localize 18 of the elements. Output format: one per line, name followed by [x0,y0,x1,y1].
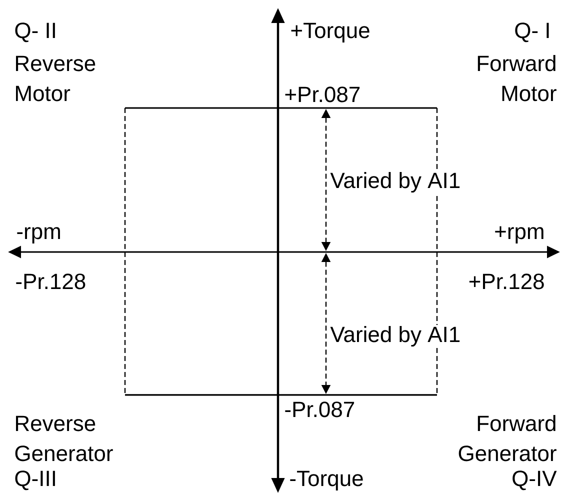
quadrant-label: Forward Motor [478,55,556,102]
axis-label: +rpm [495,226,544,244]
dimension-label: Varied by AI1 [329,171,462,194]
quadrant-label: Reverse Motor [16,56,96,102]
quadrant-label: Q-III [15,470,55,490]
dimension-label: Varied by AI1 [329,325,462,348]
axis-label: -Torque [290,470,363,491]
limit-label: +Pr.087 [285,86,360,102]
quadrant-label: Q- I [515,22,549,42]
quadrant-label: Forward Generator [458,415,556,462]
axis-label: +Torque [291,22,370,43]
quadrant-label: Reverse Generator [15,416,113,462]
limit-label: +Pr.128 [469,274,544,290]
limit-label: -Pr.087 [285,402,354,418]
quadrant-label: Q-IV [512,470,557,490]
axis-label: -rpm [17,227,60,244]
limit-label: -Pr.128 [16,274,86,290]
quadrant-label: Q- II [15,22,55,42]
